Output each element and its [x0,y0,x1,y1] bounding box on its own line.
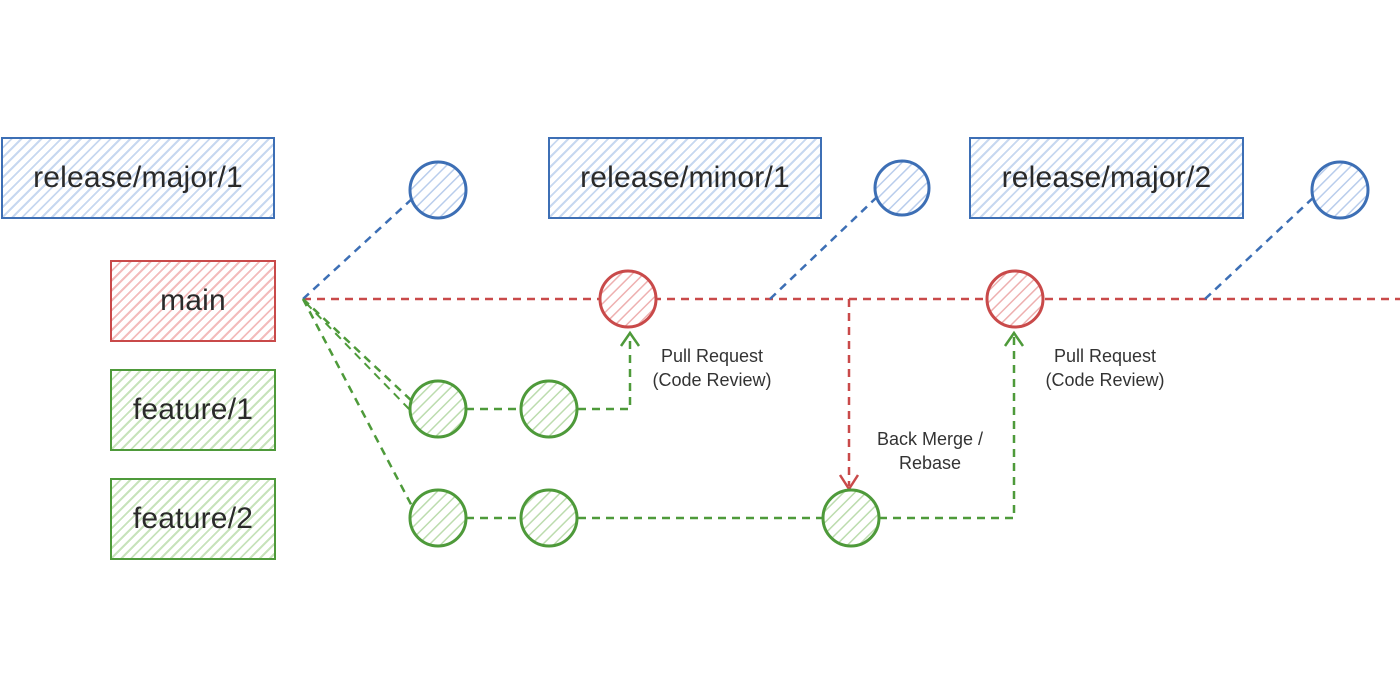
release-major-2-branch-line [1204,196,1315,300]
pull-request-1-arrow-line [578,335,632,411]
feature-2-commit-2 [519,488,579,548]
release-major-1-branch-line [302,196,415,300]
release-minor-1-branch-line [769,196,878,300]
feature-2-commit-1 [408,488,468,548]
feature-1-commit-2 [519,379,579,439]
main-merge-commit-1 [598,269,658,329]
feature-2-rebased-commit [821,488,881,548]
main-merge-commit-2 [985,269,1045,329]
pull-request-2-arrow-line [879,335,1016,520]
feature-1-commit-1 [408,379,468,439]
feature-1-branch-line-sketch [305,302,411,411]
feature-1-branch-line [302,298,415,404]
release-minor-1-commit [873,159,931,217]
release-major-2-commit [1310,160,1370,220]
feature-2-branch-line [301,298,416,511]
pull-request-1-arrowhead [619,330,641,347]
pull-request-2-arrowhead [1003,330,1025,347]
release-major-1-commit [408,160,468,220]
